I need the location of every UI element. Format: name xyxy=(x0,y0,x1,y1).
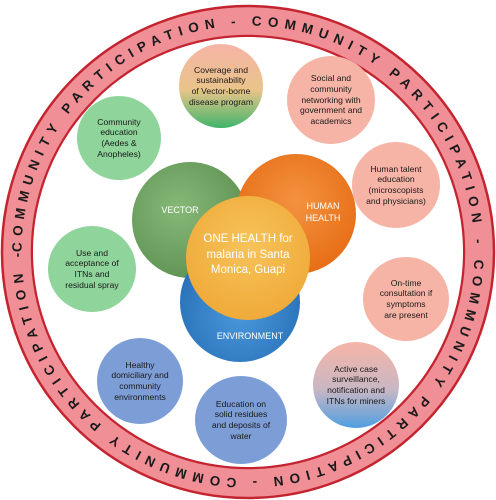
itns-text: Use and acceptance of ITNs and residual … xyxy=(65,247,119,290)
ring-inner-border xyxy=(30,34,466,470)
consultation-bubble: On-time consultation if symptoms are pre… xyxy=(363,257,449,341)
venn-group xyxy=(132,154,356,362)
human-talent-bubble: Human talent education (microscopists an… xyxy=(352,142,440,228)
community-education-text: Community education (Aedes & Anopheles) xyxy=(97,116,141,159)
human-talent-text: Human talent education (microscopists an… xyxy=(366,163,426,206)
coverage-text: Coverage and sustainability of Vector-bo… xyxy=(188,64,253,107)
community-education-bubble: Community education (Aedes & Anopheles) xyxy=(77,96,161,180)
itns-bubble: Use and acceptance of ITNs and residual … xyxy=(48,226,136,312)
solid-residues-bubble: Education on solid residues and deposits… xyxy=(195,376,287,464)
ring-band xyxy=(2,6,494,498)
vector-label: VECTOR xyxy=(161,205,199,215)
coverage-bubble: Coverage and sustainability of Vector-bo… xyxy=(179,44,263,128)
domiciliary-bubble: Healthy domiciliary and community enviro… xyxy=(97,338,183,424)
social-networking-bubble: Social and community networking with gov… xyxy=(287,56,375,144)
domiciliary-text: Healthy domiciliary and community enviro… xyxy=(111,359,169,402)
one-health-circle xyxy=(186,196,310,320)
solid-residues-text: Education on solid residues and deposits… xyxy=(211,398,271,441)
human-health-label: HUMAN HEALTH xyxy=(305,201,341,224)
consultation-text: On-time consultation if symptoms are pre… xyxy=(379,277,433,320)
surveillance-text: Active case surveillance, notification a… xyxy=(326,363,386,406)
surveillance-bubble: Active case surveillance, notification a… xyxy=(313,342,399,428)
social-networking-text: Social and community networking with gov… xyxy=(299,73,363,127)
ring-outer-border xyxy=(0,4,496,500)
one-health-label: ONE HEALTH for malaria in Santa Monica, … xyxy=(203,233,293,277)
environment-label: ENVIRONMENT xyxy=(216,331,284,341)
